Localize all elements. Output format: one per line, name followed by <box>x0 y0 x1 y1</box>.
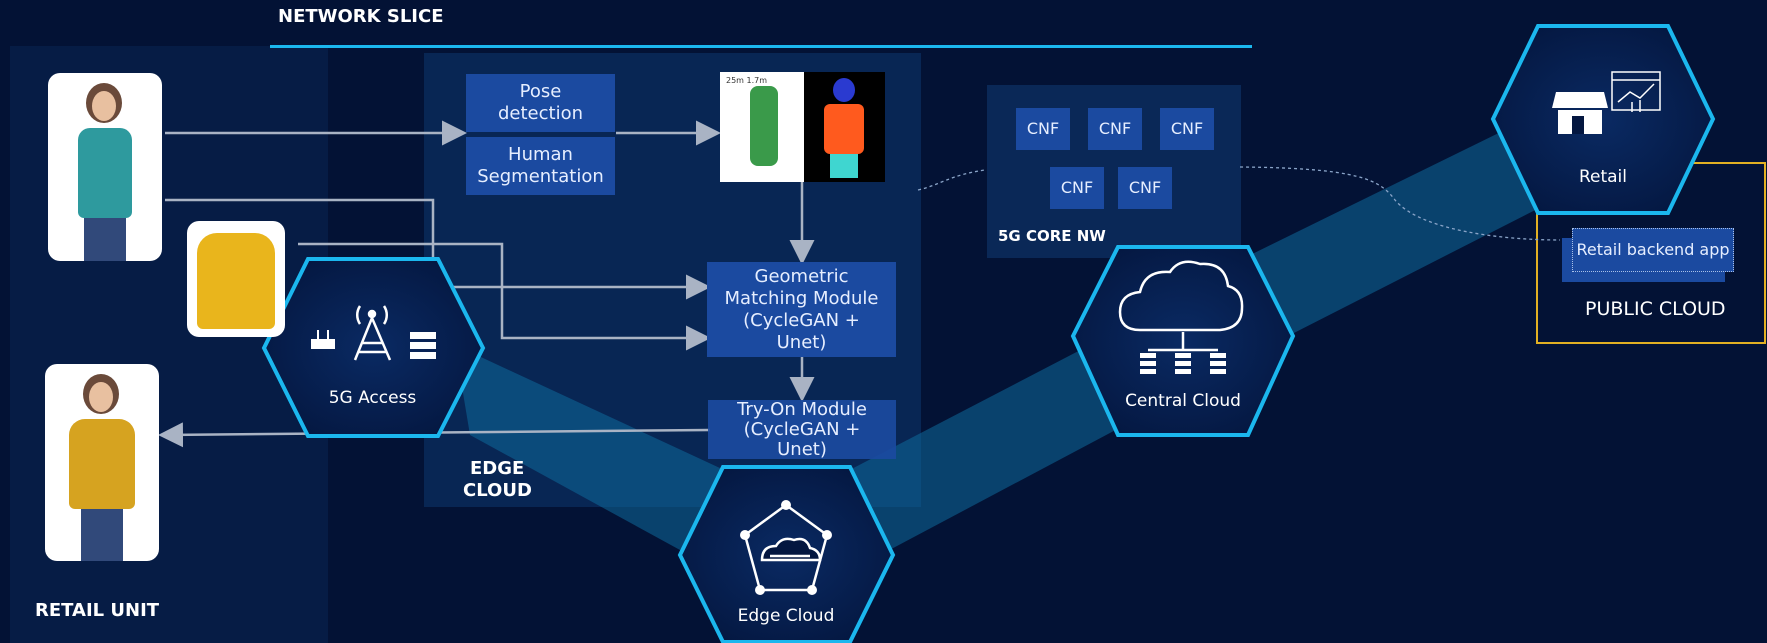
tom-line1: Try-On Module <box>737 399 867 420</box>
cnf-box-2: CNF <box>1088 108 1142 150</box>
pose-image-caption: 25m 1.7m <box>726 76 768 85</box>
router-icon <box>311 330 335 349</box>
try-on-module-box: Try-On Module (CycleGAN + Unet) <box>708 399 896 460</box>
human-segmentation-box: Human Segmentation <box>466 137 615 195</box>
customer-photo <box>48 73 162 261</box>
core-nw-label: 5G CORE NW <box>998 227 1106 245</box>
public-cloud-label: PUBLIC CLOUD <box>1585 298 1726 320</box>
tom-line2: (CycleGAN + <box>743 419 861 440</box>
arrow-shirt-to-gmm <box>298 242 711 351</box>
pose-detection-line1: Pose <box>519 81 562 102</box>
pose-detection-line2: detection <box>497 103 583 124</box>
cnf-box-4: CNF <box>1050 167 1104 209</box>
gmm-line1: Geometric <box>754 265 849 287</box>
cnf-box-1: CNF <box>1016 108 1070 150</box>
retail-backend-app-box: Retail backend app <box>1572 228 1734 272</box>
antenna-tower-icon <box>353 305 392 361</box>
gmm-line3: (CycleGAN + <box>743 309 860 331</box>
edge-cloud-panel-label-2: CLOUD <box>463 480 532 501</box>
pose-segmentation-image: 25m 1.7m <box>720 72 885 182</box>
pose-detection-box: Pose detection <box>466 74 615 132</box>
garment-photo <box>187 221 285 337</box>
slice-band-central-retail <box>1240 125 1545 335</box>
human-segmentation-line2: Segmentation <box>477 166 604 187</box>
edge-cloud-panel-label-1: EDGE <box>470 458 525 479</box>
analytics-window-icon <box>1611 71 1661 112</box>
hex-central-label: Central Cloud <box>1125 391 1241 411</box>
hex-access <box>261 257 486 438</box>
gmm-line2: Matching Module <box>724 287 879 309</box>
cnf-box-5: CNF <box>1118 167 1172 209</box>
slice-band-access-edge <box>455 345 735 550</box>
result-photo <box>45 364 159 561</box>
human-segmentation-line1: Human <box>508 144 573 165</box>
edge-network-icon <box>743 503 829 592</box>
hex-access-label: 5G Access <box>328 388 417 408</box>
dotted-core-public <box>1239 166 1561 241</box>
hex-retail-label: Retail <box>1578 167 1628 187</box>
retail-unit-label: RETAIL UNIT <box>35 600 160 621</box>
network-slice-label: NETWORK SLICE <box>278 6 444 27</box>
central-server-racks <box>1140 353 1226 374</box>
tom-line3: Unet) <box>777 439 827 460</box>
dotted-edge-core <box>917 169 986 191</box>
store-icon <box>1552 92 1608 134</box>
geometric-matching-module-box: Geometric Matching Module (CycleGAN + Un… <box>707 262 896 357</box>
slice-band-edge-central <box>840 345 1125 555</box>
edge-network-nodes <box>740 500 832 595</box>
gmm-line4: Unet) <box>776 331 827 353</box>
hex-edge-label: Edge Cloud <box>737 606 835 626</box>
server-icon <box>410 332 436 359</box>
network-slice-line <box>270 45 1252 48</box>
cnf-box-3: CNF <box>1160 108 1214 150</box>
cloud-servers-icon <box>1118 260 1244 352</box>
